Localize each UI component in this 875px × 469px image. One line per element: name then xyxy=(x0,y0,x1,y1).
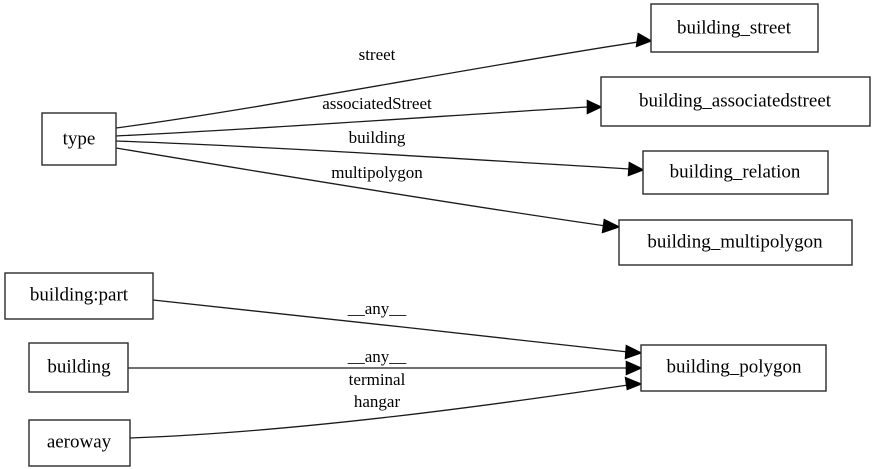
edge-label-buildingpart-any: __any__ xyxy=(347,299,407,318)
node-box-aeroway[interactable] xyxy=(28,419,131,467)
node-label-building-street: building_street xyxy=(677,17,792,38)
node-building-street[interactable]: building_street xyxy=(650,3,819,53)
node-building[interactable]: building xyxy=(28,342,129,393)
node-label-aeroway: aeroway xyxy=(47,431,112,452)
node-type[interactable]: type xyxy=(41,112,117,166)
edge-label-building: building xyxy=(349,128,406,147)
node-label-building-associatedstreet: building_associatedstreet xyxy=(639,90,832,111)
edge-buildingpart-any: __any__ xyxy=(152,299,643,360)
edge-type-associatedstreet: associatedStreet xyxy=(115,94,603,137)
node-building-polygon[interactable]: building_polygon xyxy=(640,344,827,392)
node-box-building-multipolygon[interactable] xyxy=(618,219,853,266)
node-building-relation[interactable]: building_relation xyxy=(642,150,829,195)
edge-label-multipolygon: multipolygon xyxy=(331,163,423,182)
edge-label-associatedstreet: associatedStreet xyxy=(322,94,432,113)
arrowhead-polygon-from-building xyxy=(625,360,643,376)
arrowhead-building-street xyxy=(635,32,653,48)
arrowhead-building-multipolygon xyxy=(601,218,621,234)
node-label-building-polygon: building_polygon xyxy=(666,356,802,377)
node-label-type: type xyxy=(63,128,96,149)
node-building-multipolygon[interactable]: building_multipolygon xyxy=(618,219,853,266)
edge-path-buildingpart-any xyxy=(152,299,629,353)
edge-type-street: street xyxy=(115,32,653,129)
edge-label-street: street xyxy=(359,45,396,64)
edge-building-any: __any__ xyxy=(128,347,643,376)
edge-type-building: building xyxy=(115,128,645,177)
node-aeroway[interactable]: aeroway xyxy=(28,419,131,467)
node-box-building-polygon[interactable] xyxy=(640,344,827,392)
arrowhead-polygon-from-aeroway xyxy=(624,376,643,391)
node-box-building[interactable] xyxy=(28,342,129,393)
arrowhead-building-relation xyxy=(627,161,645,177)
edge-path-type-street xyxy=(115,41,639,129)
arrowhead-building-associatedstreet xyxy=(586,99,603,115)
edge-path-type-building xyxy=(115,140,631,170)
node-building-part[interactable]: building:part xyxy=(4,272,154,320)
edge-aeroway-terminal-hangar: terminal hangar xyxy=(129,370,643,439)
node-box-building-relation[interactable] xyxy=(642,150,829,195)
edge-label-terminal: terminal xyxy=(349,370,406,389)
edge-path-type-associatedstreet xyxy=(115,106,589,137)
node-label-building-multipolygon: building_multipolygon xyxy=(647,231,823,252)
node-box-building-part[interactable] xyxy=(4,272,154,320)
node-label-building-relation: building_relation xyxy=(670,161,801,182)
edge-label-hangar: hangar xyxy=(354,392,401,411)
edge-path-type-multipolygon xyxy=(115,147,607,227)
edge-type-multipolygon: multipolygon xyxy=(115,147,621,234)
node-building-associatedstreet[interactable]: building_associatedstreet xyxy=(600,76,871,127)
node-box-building-street[interactable] xyxy=(650,3,819,53)
node-label-building-part: building:part xyxy=(30,284,129,305)
edges-layer: street associatedStreet building multipo… xyxy=(115,32,653,439)
edge-path-aeroway xyxy=(129,384,629,439)
node-label-building: building xyxy=(47,356,111,377)
arrowhead-polygon-from-buildingpart xyxy=(624,344,643,360)
node-box-type[interactable] xyxy=(41,112,117,166)
edge-label-building-any: __any__ xyxy=(347,347,407,366)
nodes-layer: type building_street building_associated… xyxy=(4,3,871,467)
node-box-building-associatedstreet[interactable] xyxy=(600,76,871,127)
